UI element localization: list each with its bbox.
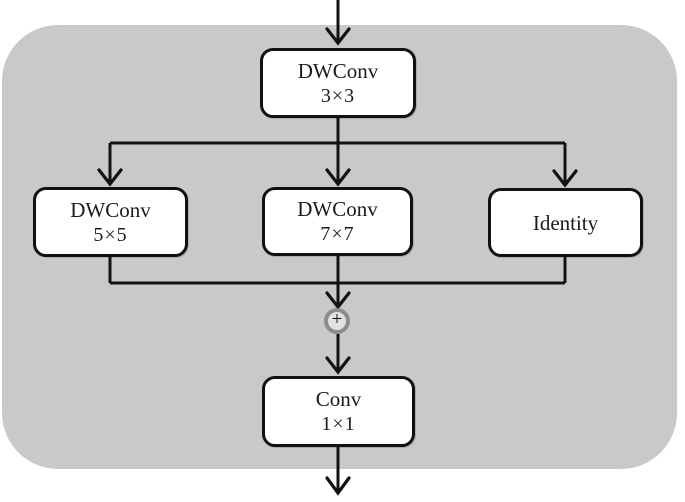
sum-node: + (324, 308, 350, 334)
node-title: Conv (315, 387, 362, 411)
node-kernel-size: 5×5 (93, 223, 128, 246)
node-dwconv-7x7: DWConv 7×7 (262, 187, 413, 256)
plus-icon: + (331, 309, 343, 330)
node-identity: Identity (488, 188, 643, 257)
node-kernel-size: 7×7 (320, 223, 355, 245)
node-title: DWConv (297, 197, 378, 221)
node-dwconv-5x5: DWConv 5×5 (33, 187, 188, 257)
node-title: DWConv (297, 58, 379, 83)
node-kernel-size: 1×1 (321, 413, 356, 435)
node-title: DWConv (70, 197, 151, 222)
node-dwconv-3x3: DWConv 3×3 (260, 48, 416, 118)
node-title: Identity (532, 210, 599, 235)
node-kernel-size: 3×3 (320, 84, 356, 107)
node-conv-1x1: Conv 1×1 (262, 376, 415, 447)
